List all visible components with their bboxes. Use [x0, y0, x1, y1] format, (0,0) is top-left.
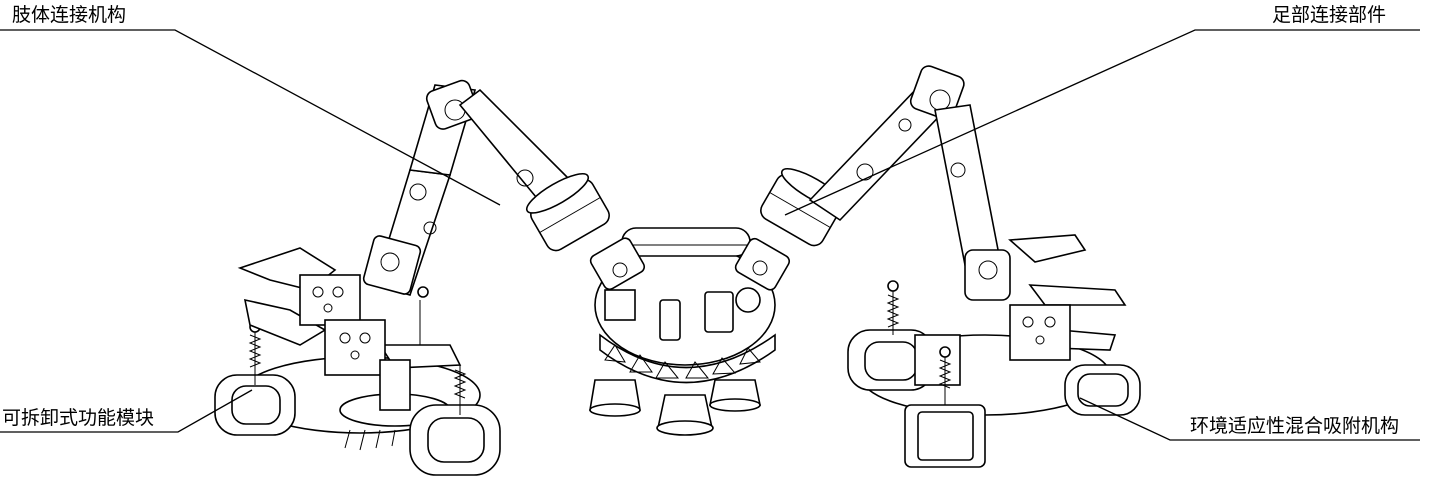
right-leg-unit: [760, 65, 1141, 468]
leader-line-detachable-module: [0, 389, 253, 433]
callout-foot-connection: 足部连接部件: [784, 4, 1420, 216]
callout-detachable-module: 可拆卸式功能模块: [0, 389, 253, 433]
leader-line-adhesion-mechanism: [1079, 397, 1420, 441]
leader-line-foot-connection: [784, 29, 1420, 216]
label-detachable-module: 可拆卸式功能模块: [2, 407, 154, 429]
central-body: [589, 227, 791, 436]
label-limb-connection: 肢体连接机构: [12, 4, 126, 26]
leader-line-limb-connection: [0, 29, 501, 206]
label-foot-connection: 足部连接部件: [1272, 4, 1386, 26]
left-leg-unit: [214, 79, 610, 476]
label-adhesion-mechanism: 环境适应性混合吸附机构: [1190, 415, 1399, 437]
callout-adhesion-mechanism: 环境适应性混合吸附机构: [1079, 397, 1420, 441]
callout-limb-connection: 肢体连接机构: [0, 4, 501, 206]
